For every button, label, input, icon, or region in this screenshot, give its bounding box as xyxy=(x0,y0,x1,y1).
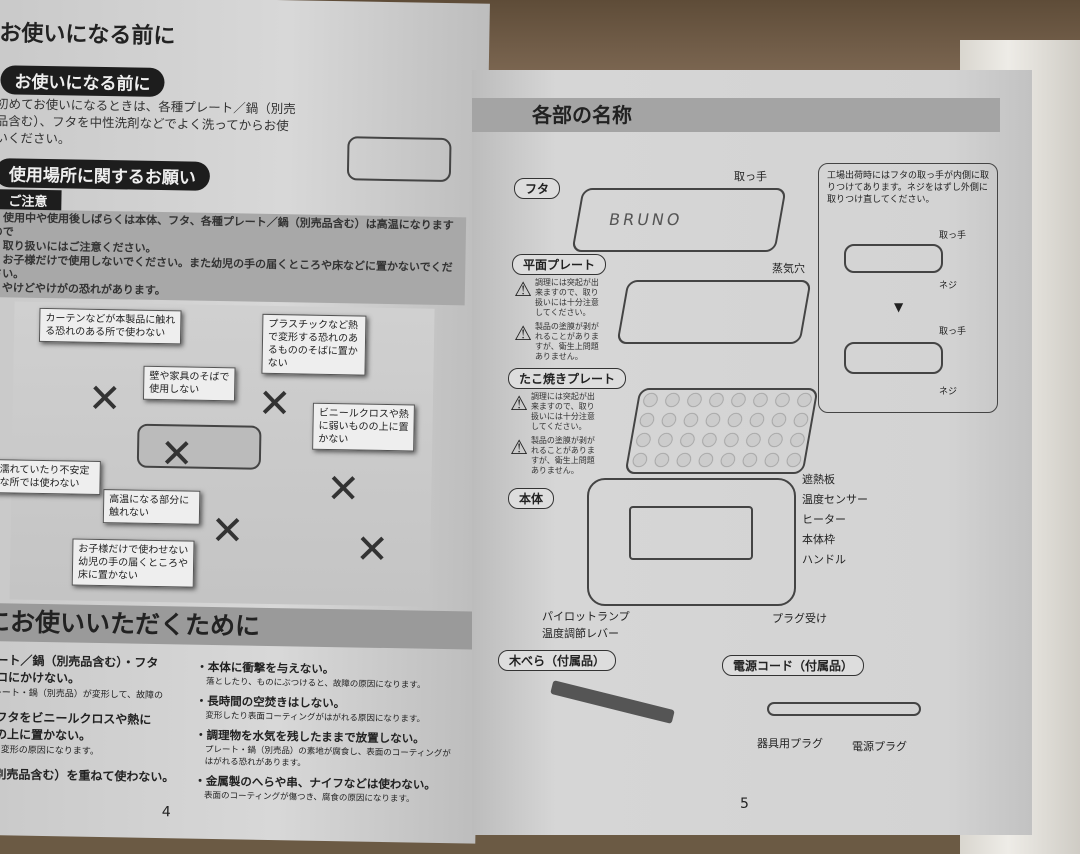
washing-illustration xyxy=(346,136,452,183)
page-title: 各部の名称 xyxy=(472,98,1000,132)
main-unit-illustration xyxy=(587,478,796,606)
warning-text: 調理には突起が出来ますので、取り扱いには十分注意してください。 xyxy=(530,392,595,431)
label: ネジ xyxy=(939,387,958,397)
callout: 高温になる部分に触れない xyxy=(102,489,201,525)
caution-band: ・使用中や使用後しばらくは本体、フタ、各種プレート／鍋（別売品含む）は高温になり… xyxy=(0,208,467,306)
takoyaki-plate-illustration xyxy=(624,388,819,474)
lid-small-illustration xyxy=(844,244,943,273)
label: 本体枠 xyxy=(802,533,835,546)
tip-desc: プレート・鍋（別売品）の素地が腐食し、表面のコーティングがはがれる恐れがあります… xyxy=(204,744,451,769)
section-title-location: 使用場所に関するお願い xyxy=(0,158,211,191)
warning-icon: ⚠ xyxy=(514,321,532,345)
caution-label: ご注意 xyxy=(0,189,62,212)
label: パイロットランプ xyxy=(542,610,630,623)
grill-illustration xyxy=(136,423,262,470)
heater-illustration xyxy=(629,506,753,560)
tip: ・調理物を水気を残したままで放置しない。プレート・鍋（別売品）の素地が腐食し、表… xyxy=(195,727,456,772)
brand-logo: BRUNO xyxy=(607,210,685,229)
tip: レート／鍋（別売品含む）・フタンロにかけない。プレート・鍋（別売品）が変形して、… xyxy=(0,651,185,701)
callout: プラスチックなど熱で変形する恐れのあるもののそばに置かない xyxy=(261,313,367,376)
tip: ・金属製のへらや串、ナイフなどは使わない。表面のコーティングが傷つき、腐食の原因… xyxy=(194,773,454,806)
warning-icon: ⚠ xyxy=(510,435,528,459)
tips-right: ・本体に衝撃を与えない。落としたり、ものにぶつけると、故障の原因になります。 ・… xyxy=(194,659,456,806)
flat-plate-illustration xyxy=(616,280,812,344)
warning-icon: ⚠ xyxy=(514,277,532,301)
section-title-proper-use: にお使いいただくために xyxy=(0,602,480,650)
x-mark-icon: ✕ xyxy=(326,465,361,513)
power-cord-illustration xyxy=(767,702,921,716)
spatula-illustration xyxy=(550,680,675,724)
x-mark-icon: ✕ xyxy=(354,526,390,574)
label: 温度センサー xyxy=(802,493,868,506)
x-mark-icon: ✕ xyxy=(210,507,245,555)
tag-flat-plate: 平面プレート xyxy=(512,254,607,275)
page-number: 5 xyxy=(740,796,749,812)
warning-icon: ⚠ xyxy=(510,391,528,415)
warning: ⚠調理には突起が出来ますので、取り扱いには十分注意してください。 xyxy=(514,278,605,318)
label: 温度調節レバー xyxy=(542,627,619,640)
callout: 濡れていたり不安定な所では使わない xyxy=(0,459,101,496)
tip-desc: 色・変形の原因になります。 xyxy=(0,744,100,758)
tag-power-cord: 電源コード（付属品） xyxy=(722,655,865,676)
label: 電源プラグ xyxy=(852,740,907,753)
section-title-before-use: お使いになる前に xyxy=(0,65,165,98)
callout: お子様だけで使わせない幼児の手の届くところや床に置かない xyxy=(71,538,195,588)
warning: ⚠製品の塗膜が剥がれることがありますが、衛生上問題ありません。 xyxy=(514,322,605,362)
tip: （別売品含む）を重ねて使わない。 xyxy=(0,765,183,785)
warning-text: 製品の塗膜が剥がれることがありますが、衛生上問題ありません。 xyxy=(534,322,599,361)
label: 遮熱板 xyxy=(802,473,835,486)
tag-lid: フタ xyxy=(514,178,561,199)
note-text: 工場出荷時にはフタの取っ手が内側に取りつけてあります。ネジをはずし外側に取りつけ… xyxy=(827,171,990,205)
tip: ・長時間の空焚きはしない。変形したり表面コーティングがはがれる原因になります。 xyxy=(195,693,455,726)
right-page: 各部の名称 フタ BRUNO 取っ手 蒸気穴 工場出荷時にはフタの取っ手が内側に… xyxy=(472,70,1032,835)
warning: ⚠調理には突起が出来ますので、取り扱いには十分注意してください。 xyxy=(510,392,601,432)
label: 器具用プラグ xyxy=(757,737,823,750)
label: 取っ手 xyxy=(939,231,967,241)
label: ヒーター xyxy=(802,513,846,526)
tip-title: （別売品含む）を重ねて使わない。 xyxy=(0,766,175,785)
lid-small-illustration xyxy=(844,342,943,374)
callout: 壁や家具のそばで使用しない xyxy=(142,365,236,402)
label: プラグ受け xyxy=(772,612,827,625)
main-unit-labels: 遮熱板 温度センサー ヒーター 本体枠 ハンドル xyxy=(802,470,868,570)
label-handle: 取っ手 xyxy=(734,170,767,183)
x-mark-icon: ✕ xyxy=(257,380,292,428)
tag-main-unit: 本体 xyxy=(508,488,555,509)
warning-text: 製品の塗膜が剥がれることがありますが、衛生上問題ありません。 xyxy=(530,436,595,475)
illustration-room: カーテンなどが本製品に触れる恐れのある所で使わない 壁や家具のそばで使用しない … xyxy=(0,301,435,607)
lid-illustration: BRUNO xyxy=(571,188,787,252)
label: ハンドル xyxy=(802,553,846,566)
label-steam-vent: 蒸気穴 xyxy=(772,262,805,275)
label: 取っ手 xyxy=(939,327,967,337)
page-heading: お使いになる前に xyxy=(0,21,176,50)
section-before-use-text: 初めてお使いになるときは、各種プレート／鍋（別売 品含む）、フタを中性洗剤などで… xyxy=(0,95,326,152)
tips-left: レート／鍋（別売品含む）・フタンロにかけない。プレート・鍋（別売品）が変形して、… xyxy=(0,651,185,785)
warning-text: 調理には突起が出来ますので、取り扱いには十分注意してください。 xyxy=(534,278,599,317)
arrow-down-icon: ▼ xyxy=(894,300,904,314)
tip: ・本体に衝撃を与えない。落としたり、ものにぶつけると、故障の原因になります。 xyxy=(196,659,456,692)
tip: のフタをビニールクロスや熱にどの上に置かない。色・変形の原因になります。 xyxy=(0,708,184,758)
callout: カーテンなどが本製品に触れる恐れのある所で使わない xyxy=(38,307,182,345)
tag-takoyaki-plate: たこ焼きプレート xyxy=(508,368,627,389)
label: ネジ xyxy=(939,281,958,291)
x-mark-icon: ✕ xyxy=(87,375,122,423)
tip-desc: プレート・鍋（別売品）が変形して、故障の xyxy=(0,687,164,702)
warning: ⚠製品の塗膜が剥がれることがありますが、衛生上問題ありません。 xyxy=(510,436,601,476)
page-number: 4 xyxy=(161,804,171,821)
note-box: 工場出荷時にはフタの取っ手が内側に取りつけてあります。ネジをはずし外側に取りつけ… xyxy=(818,163,998,413)
x-mark-icon: ✕ xyxy=(159,431,194,478)
tag-spatula: 木べら（付属品） xyxy=(498,650,617,671)
callout: ビニールクロスや熱に弱いものの上に置かない xyxy=(312,402,415,452)
left-page: お使いになる前に お使いになる前に 初めてお使いになるときは、各種プレート／鍋（… xyxy=(0,0,490,844)
